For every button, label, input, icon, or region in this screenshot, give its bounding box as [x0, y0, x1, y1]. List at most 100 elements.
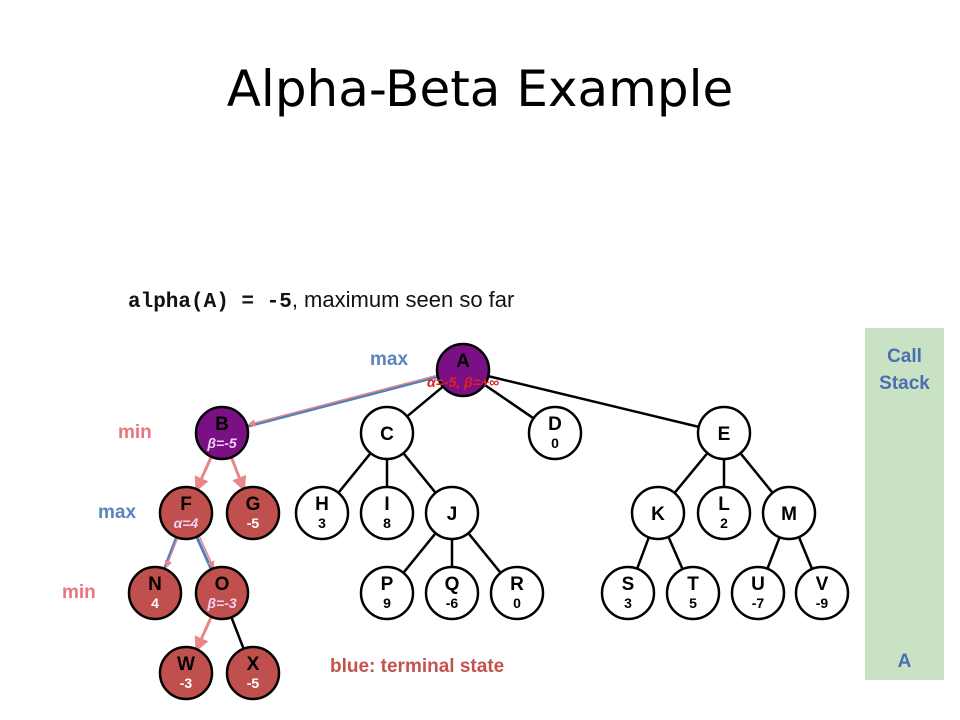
node-circle — [696, 405, 752, 461]
node-label: Q — [445, 574, 460, 595]
node-circle — [630, 485, 686, 541]
edge-m-u — [766, 536, 781, 570]
tree-node-l: L2 — [696, 485, 752, 541]
node-label: L — [718, 494, 730, 515]
tree-node-k: K — [630, 485, 686, 541]
node-label: C — [380, 424, 394, 445]
edge-c-j — [402, 452, 437, 494]
alpha-description: , maximum seen so far — [291, 287, 515, 312]
tree-node-m: M — [761, 485, 817, 541]
edge-a-b — [246, 375, 439, 428]
node-circle — [600, 565, 656, 621]
tree-node-w: W-3 — [158, 645, 214, 701]
node-label: B — [215, 414, 229, 435]
tree-node-x: X-5 — [225, 645, 281, 701]
node-annotation: β=-5 — [206, 435, 237, 451]
tree-node-a: Aα=-5, β=+∞ — [427, 342, 499, 398]
node-circle — [665, 565, 721, 621]
node-label: A — [456, 351, 470, 372]
call-stack-title-line2: Stack — [879, 373, 930, 394]
node-circle — [194, 565, 250, 621]
tree-node-u: U-7 — [730, 565, 786, 621]
node-value: 0 — [551, 435, 559, 451]
node-label: F — [180, 494, 192, 515]
edge-o-x — [230, 616, 245, 650]
node-value: -7 — [752, 595, 765, 611]
level-label-max0: max — [370, 349, 408, 370]
node-circle — [225, 485, 281, 541]
tree-node-n: N4 — [127, 565, 183, 621]
tree-node-j: J — [424, 485, 480, 541]
node-circle — [225, 645, 281, 701]
node-circle — [294, 485, 350, 541]
tree-node-q: Q-6 — [424, 565, 480, 621]
node-circle — [489, 565, 545, 621]
node-label: R — [510, 574, 524, 595]
node-value: 3 — [624, 595, 632, 611]
node-circle — [435, 342, 491, 398]
call-stack-item: A — [897, 651, 912, 672]
tree-node-i: I8 — [359, 485, 415, 541]
node-circle — [359, 485, 415, 541]
node-circle — [527, 405, 583, 461]
node-annotation: α=-5, β=+∞ — [427, 374, 499, 390]
node-label: S — [622, 574, 635, 595]
edge-o-w — [194, 616, 213, 653]
node-value: -6 — [446, 595, 459, 611]
page-title: Alpha-Beta Example — [226, 60, 734, 118]
node-label: D — [548, 414, 562, 435]
node-value: 5 — [689, 595, 697, 611]
node-label: M — [781, 504, 797, 525]
node-label: K — [651, 504, 665, 525]
tree-node-s: S3 — [600, 565, 656, 621]
node-circle — [761, 485, 817, 541]
node-circle — [424, 565, 480, 621]
node-label: U — [751, 574, 765, 595]
alpha-subtitle: alpha(A) = -5, maximum seen so far — [128, 287, 514, 314]
node-label: P — [381, 574, 394, 595]
node-label: T — [687, 574, 699, 595]
edge-b-f — [194, 456, 213, 493]
tree-node-f: Fα=4 — [158, 485, 214, 541]
edge-j-p — [402, 532, 437, 574]
tree-node-o: Oβ=-3 — [194, 565, 250, 621]
node-label: J — [447, 504, 458, 525]
tree-node-r: R0 — [489, 565, 545, 621]
tree-node-v: V-9 — [794, 565, 850, 621]
tree-node-b: Bβ=-5 — [194, 405, 250, 461]
node-label: N — [148, 574, 162, 595]
edge-k-t — [667, 536, 684, 570]
node-label: O — [215, 574, 230, 595]
node-annotation: β=-3 — [206, 595, 237, 611]
node-label: G — [246, 494, 261, 515]
alpha-code: alpha(A) = -5 — [128, 291, 292, 314]
edge-f-o-arrow — [197, 534, 215, 569]
node-value: 9 — [383, 595, 391, 611]
node-circle — [424, 485, 480, 541]
call-stack-title: Call Stack — [865, 343, 944, 397]
legend-text: blue: terminal state — [330, 656, 505, 677]
call-stack-panel: Call Stack A — [865, 328, 944, 680]
node-circle — [158, 485, 214, 541]
edge-a-e — [487, 374, 700, 429]
node-value: -5 — [247, 515, 260, 531]
node-value: -9 — [816, 595, 829, 611]
node-circle — [158, 645, 214, 701]
node-circle — [730, 565, 786, 621]
tree-node-p: P9 — [359, 565, 415, 621]
edge-f-n — [162, 536, 179, 570]
node-value: 0 — [513, 595, 521, 611]
node-label: V — [816, 574, 829, 595]
node-label: E — [718, 424, 731, 445]
node-value: 2 — [720, 515, 728, 531]
tree-node-g: G-5 — [225, 485, 281, 541]
node-circle — [194, 405, 250, 461]
call-stack-title-line1: Call — [887, 346, 922, 367]
edge-b-g — [229, 456, 247, 492]
edge-f-o — [195, 536, 213, 570]
edge-a-b-arrow — [247, 373, 441, 427]
edge-a-d — [483, 383, 535, 420]
edge-m-v — [797, 536, 814, 570]
edge-c-h — [337, 452, 372, 494]
